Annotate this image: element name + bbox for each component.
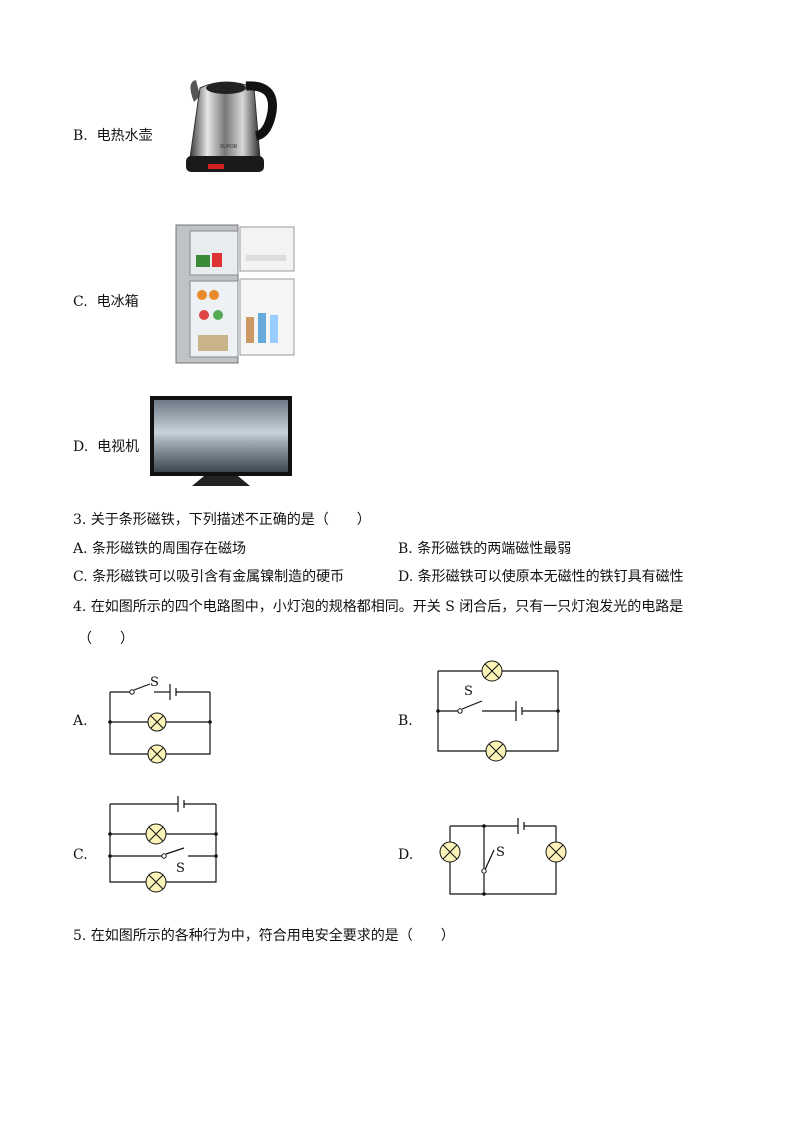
circuit-c-label: C. [73, 847, 88, 863]
q3-option-c: C. 条形磁铁可以吸引含有金属镍制造的硬币 [73, 569, 345, 585]
option-d-letter: D. [73, 439, 89, 455]
circuit-b-diagram: S [436, 660, 560, 762]
circuit-d-diagram: S [439, 818, 567, 896]
option-c: C. 电冰箱 [73, 293, 139, 311]
q4-paren: （ ） [78, 631, 134, 647]
option-b-text: 电热水壶 [96, 128, 153, 144]
kettle-brand: SUPOR [220, 144, 238, 150]
option-c-text: 电冰箱 [96, 294, 139, 310]
option-d-text: 电视机 [97, 439, 140, 455]
option-b-letter: B. [73, 128, 88, 144]
circuit-a-label: A. [73, 713, 88, 729]
q3-option-a: A. 条形磁铁的周围存在磁场 [73, 541, 247, 557]
switch-label: S [464, 684, 473, 699]
q3-option-b: B. 条形磁铁的两端磁性最弱 [398, 541, 572, 557]
television-icon [150, 396, 292, 486]
lamp-icon [145, 871, 167, 893]
lamp-icon [145, 823, 167, 845]
circuit-b-label: B. [398, 713, 413, 729]
q3-option-d: D. 条形磁铁可以使原本无磁性的铁钉具有磁性 [398, 569, 684, 585]
switch-label: S [496, 845, 505, 860]
circuit-c-diagram: S [108, 796, 218, 893]
lamp-icon [545, 841, 567, 863]
lamp-icon [147, 712, 167, 732]
lamp-icon [481, 660, 503, 682]
circuit-a-diagram: S [108, 675, 212, 764]
q3-stem: 3. 关于条形磁铁，下列描述不正确的是（ ） [73, 512, 371, 528]
lamp-icon [147, 744, 167, 764]
lamp-icon [485, 740, 507, 762]
option-c-letter: C. [73, 294, 88, 310]
q4-stem: 4. 在如图所示的四个电路图中，小灯泡的规格都相同。开关 S 闭合后，只有一只灯… [73, 599, 684, 615]
lamp-icon [439, 841, 461, 863]
switch-label: S [150, 675, 159, 690]
option-b: B. 电热水壶 [73, 127, 153, 145]
q5-stem: 5. 在如图所示的各种行为中，符合用电安全要求的是（ ） [73, 928, 455, 944]
electric-kettle-icon: SUPOR [186, 80, 277, 172]
circuit-d-label: D. [398, 847, 414, 863]
switch-label: S [176, 861, 185, 876]
option-d: D. 电视机 [73, 438, 139, 456]
refrigerator-icon [175, 224, 295, 364]
